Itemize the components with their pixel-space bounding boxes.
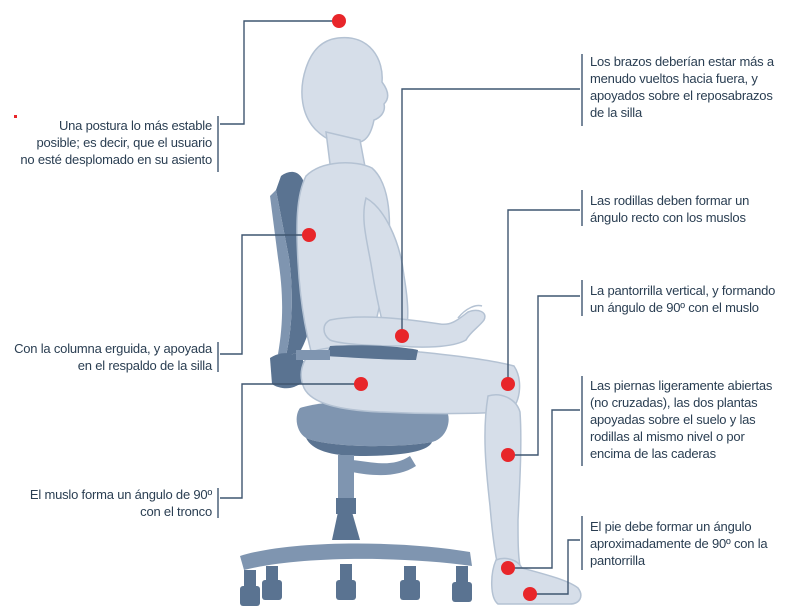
marker-back [302,228,316,242]
caption-thigh-angle: El muslo forma un ángulo de 90º con el t… [29,487,212,519]
caption-spine-backrest: Con la columna erguida, y apoyada en el … [14,341,212,373]
caption-head-posture: Una postura lo más estable posible; es d… [20,118,212,167]
marker-foot [523,587,537,601]
marker-knee [501,377,515,391]
leader-lines [217,20,583,595]
marker-points [302,14,537,601]
chair-armrest [270,345,418,389]
figure-forearm [323,309,486,348]
caption-foot-angle: El pie debe formar un ángulo aproximadam… [590,519,768,568]
seated-figure [296,36,582,605]
caption-calf-vertical: La pantorrilla vertical, y formando un á… [590,283,776,315]
marker-thigh [354,377,368,391]
figure-lower-leg [484,394,522,567]
marker-ankle [501,561,515,575]
chair-base [240,543,472,570]
marker-calf [501,448,515,462]
marker-head [332,14,346,28]
caption-knees-angle: Las rodillas deben formar un ángulo rect… [590,193,750,225]
caption-arms-armrest: Los brazos deberían estar más a menudo v… [590,54,774,120]
figure-head [301,36,389,147]
marker-arm [395,329,409,343]
caption-legs-feet: Las piernas ligeramente abiertas (no cru… [590,378,773,461]
